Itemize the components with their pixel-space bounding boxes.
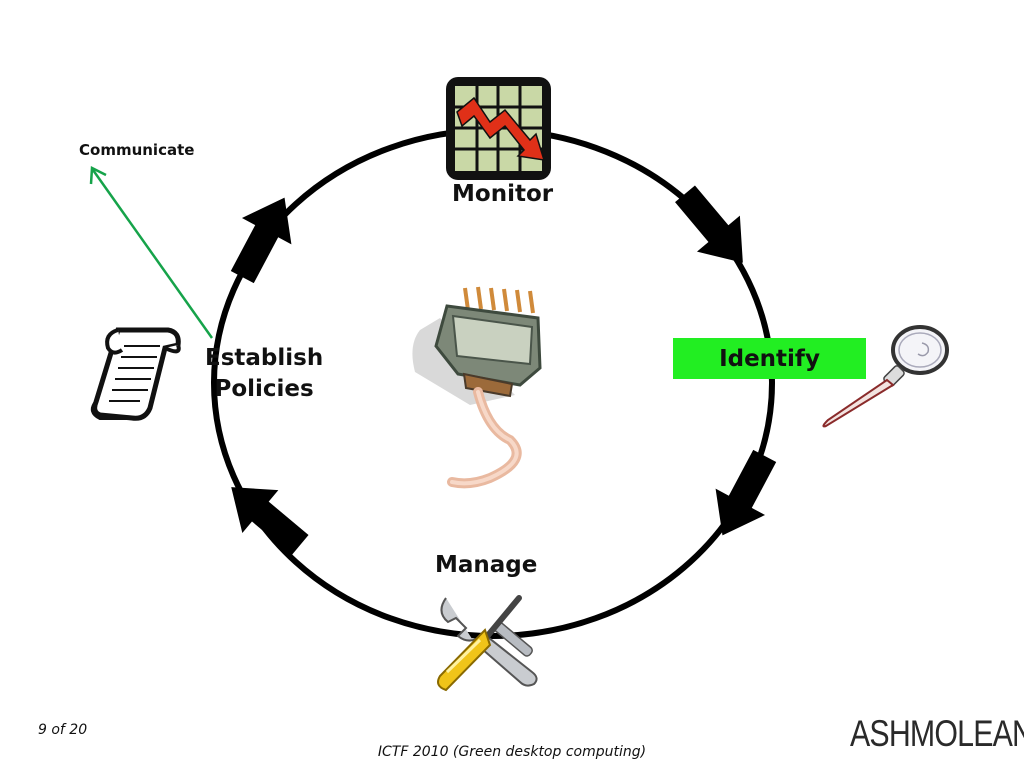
monitor-label: Monitor bbox=[452, 181, 554, 207]
arrow-top-left bbox=[230, 197, 292, 284]
ashmolean-logo: ASHMOLEAN bbox=[850, 713, 1024, 754]
identify-label: Identify bbox=[719, 345, 820, 372]
arrow-top-right bbox=[675, 185, 743, 263]
footer-caption: ICTF 2010 (Green desktop computing) bbox=[377, 744, 647, 760]
identify-box: Identify bbox=[673, 338, 866, 379]
power-plug-icon bbox=[412, 286, 542, 489]
communicate-arrow bbox=[89, 166, 214, 339]
arrow-bottom-right bbox=[715, 449, 777, 536]
communicate-label: Communicate bbox=[79, 141, 195, 159]
scroll-icon bbox=[90, 327, 181, 421]
line-chart-icon bbox=[446, 77, 551, 180]
magnifier-icon bbox=[822, 325, 949, 428]
establish-line-1: Establish bbox=[205, 345, 324, 371]
page-number: 9 of 20 bbox=[38, 722, 88, 738]
manage-label: Manage bbox=[435, 552, 538, 578]
arrow-bottom-left bbox=[231, 487, 309, 555]
wrench-screwdriver-icon bbox=[437, 595, 538, 692]
establish-line-2: Policies bbox=[214, 376, 314, 402]
establish-policies-label: Establish Policies bbox=[205, 343, 323, 405]
